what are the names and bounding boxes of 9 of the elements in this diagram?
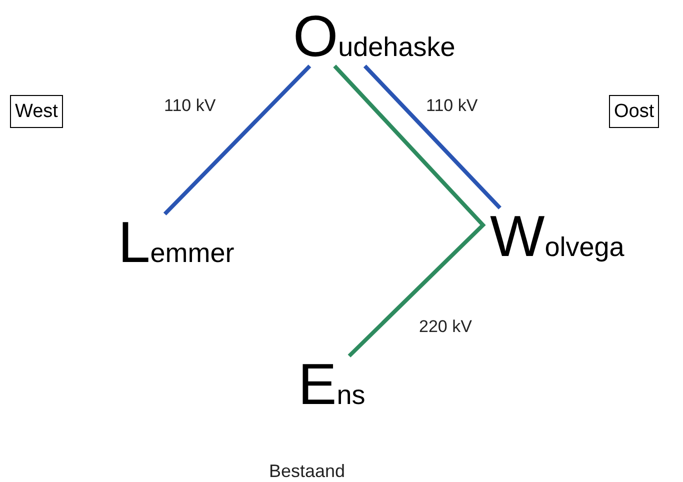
power-line bbox=[163, 64, 312, 216]
place-name: Lemmer bbox=[118, 214, 234, 272]
place-name: Ens bbox=[298, 356, 366, 414]
power-line bbox=[333, 64, 486, 358]
direction-box: Oost bbox=[609, 95, 660, 128]
place-name: Oudehaske bbox=[293, 8, 456, 66]
power-line bbox=[363, 64, 502, 210]
direction-box: West bbox=[10, 95, 63, 128]
place-name: Wolvega bbox=[490, 208, 624, 266]
